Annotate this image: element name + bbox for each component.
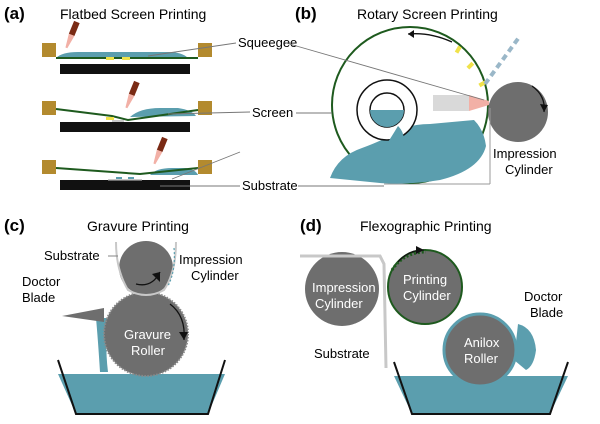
flatbed-stage-1 — [42, 20, 212, 74]
squeegee-handle — [128, 80, 140, 97]
panel-a: (a) Flatbed Screen Printing — [4, 4, 298, 193]
squeegee-handle — [156, 136, 168, 153]
flexo-tray — [393, 361, 569, 415]
squeegee-label: Squeegee — [238, 35, 297, 50]
gravure-roller-label-2: Roller — [131, 343, 166, 358]
panel-d: (d) Flexographic Printing Doctor Blade A… — [300, 216, 569, 415]
anilox-roller — [442, 312, 518, 388]
printing-label-2: Cylinder — [403, 288, 451, 303]
gravure-doctor-label-1: Doctor — [22, 274, 61, 289]
incoming-substrate — [483, 34, 522, 86]
flexo-ink-bath — [394, 376, 568, 414]
panel-b-title: Rotary Screen Printing — [357, 6, 498, 22]
gravure-tray — [57, 359, 226, 415]
flexo-impression-label-1: Impression — [312, 280, 376, 295]
anilox-label-1: Anilox — [464, 335, 500, 350]
panel-a-tag: (a) — [4, 4, 25, 23]
printing-plate-pattern — [390, 250, 427, 271]
screen-frame-left — [42, 43, 56, 57]
gravure-substrate-label: Substrate — [44, 248, 100, 263]
screen-frame-right — [198, 43, 212, 57]
rotary-ink — [330, 120, 486, 184]
flexo-doctor-label-2: Blade — [530, 305, 563, 320]
flexo-substrate — [300, 254, 388, 369]
flexo-doctor-label-1: Doctor — [524, 289, 563, 304]
squeegee-handle — [68, 20, 80, 37]
squeegee — [153, 136, 168, 165]
squeegee-leader-b — [285, 42, 485, 101]
inner-ink-reservoir — [370, 110, 404, 127]
gravure-roller-label-1: Gravure — [124, 327, 171, 342]
ink-paste — [130, 108, 196, 117]
printed-pattern — [128, 177, 134, 180]
printed-ink-trace — [167, 247, 175, 287]
flexo-doctor-ink — [514, 324, 536, 370]
screen-frame-left — [42, 160, 56, 174]
arrow-head — [152, 272, 160, 282]
printing-label-1: Printing — [403, 272, 447, 287]
mesh-opening — [122, 57, 130, 60]
rotary-impression-cylinder — [488, 82, 548, 142]
panel-d-title: Flexographic Printing — [360, 218, 492, 234]
substrate-leader — [171, 151, 241, 180]
squeegee-blade — [65, 33, 75, 49]
panel-c-title: Gravure Printing — [87, 218, 189, 234]
mesh-opening — [466, 61, 475, 70]
gravure-impression-label-1: Impression — [179, 252, 243, 267]
flexo-impression-label-2: Cylinder — [315, 296, 363, 311]
printing-cylinder — [387, 249, 463, 325]
flatbed-stage-2 — [42, 80, 212, 132]
flexo-substrate-label: Substrate — [314, 346, 370, 361]
screen-leader — [167, 111, 251, 115]
screen-mesh — [55, 108, 199, 122]
mesh-opening — [106, 117, 114, 120]
printed-pattern — [116, 177, 122, 180]
panel-d-tag: (d) — [300, 216, 322, 235]
substrate-label: Substrate — [242, 178, 298, 193]
gravure-ink-bath — [58, 374, 225, 414]
doctor-blade — [62, 308, 104, 322]
arrow-head — [179, 332, 188, 340]
flexo-impression-cylinder — [305, 252, 379, 326]
arrow-head — [416, 246, 424, 254]
arrow-head — [540, 104, 548, 112]
print-bed — [60, 180, 190, 190]
rotary-impression-label-1: Impression — [493, 146, 557, 161]
squeegee — [125, 80, 140, 109]
rotary-squeegee-holder — [433, 95, 469, 111]
flatbed-stage-3 — [42, 136, 212, 190]
screen-label: Screen — [252, 105, 293, 120]
ink-paste — [56, 52, 188, 58]
panel-c-tag: (c) — [4, 216, 25, 235]
mesh-opening — [106, 57, 114, 60]
panel-c: (c) Gravure Printing Gravure Roller Doct… — [4, 216, 243, 415]
squeegee-blade — [125, 93, 135, 109]
print-bed — [60, 64, 190, 74]
screen-frame-right — [198, 101, 212, 115]
arrow-head — [408, 30, 414, 38]
panel-a-title: Flatbed Screen Printing — [60, 6, 206, 22]
squeegee-leader — [147, 42, 237, 57]
substrate-layer — [112, 120, 124, 122]
gravure-doctor-label-2: Blade — [22, 290, 55, 305]
screen-frame-right — [198, 160, 212, 174]
panel-b-tag: (b) — [295, 4, 317, 23]
gravure-roller — [103, 291, 189, 377]
gravure-impression-label-2: Cylinder — [191, 268, 239, 283]
ink-flow — [363, 126, 404, 162]
rotary-squeegee-blade — [469, 95, 489, 111]
anilox-label-2: Roller — [464, 351, 499, 366]
screen-frame-left — [42, 101, 56, 115]
rotary-impression-label-2: Cylinder — [505, 162, 553, 177]
panel-b: (b) Rotary Screen Printing Impression — [285, 4, 557, 187]
squeegee-blade — [153, 149, 163, 165]
squeegee — [65, 20, 80, 49]
print-bed — [60, 122, 190, 132]
mesh-opening — [454, 45, 462, 54]
substrate-layer — [108, 179, 142, 181]
screen-mesh — [55, 167, 199, 176]
